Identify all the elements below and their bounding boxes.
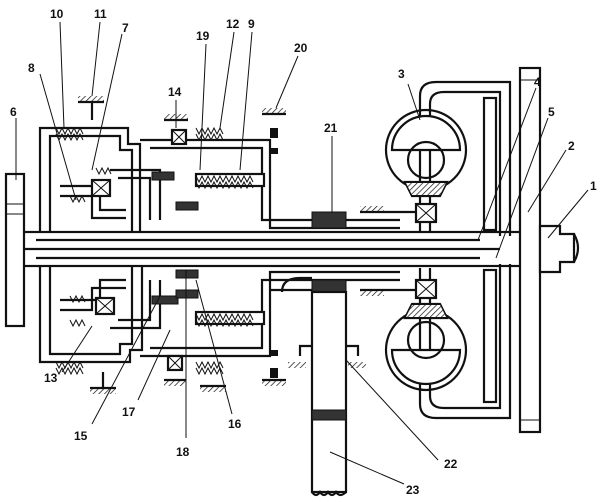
callout-11: 11 (94, 7, 107, 21)
callout-15: 15 (74, 429, 88, 443)
callout-23: 23 (406, 483, 420, 497)
callout-12: 12 (226, 17, 240, 31)
callout-9: 9 (248, 17, 255, 31)
callout-8: 8 (28, 61, 35, 75)
clutch-packs-upper (55, 126, 254, 211)
callout-20: 20 (294, 41, 308, 55)
callout-4: 4 (534, 75, 541, 89)
callout-18: 18 (176, 445, 190, 459)
callout-2: 2 (568, 139, 575, 153)
callout-17: 17 (122, 405, 136, 419)
callout-16: 16 (228, 417, 242, 431)
torque-converter-lower (360, 264, 512, 420)
callout-22: 22 (444, 457, 458, 471)
callout-6: 6 (10, 105, 17, 119)
callout-21: 21 (324, 121, 338, 135)
callout-7: 7 (122, 21, 129, 35)
callout-14: 14 (168, 85, 182, 99)
transfer-drive (270, 211, 360, 497)
callout-1: 1 (590, 179, 597, 193)
callout-10: 10 (50, 7, 64, 21)
callout-13: 13 (44, 371, 58, 385)
output-flange (4, 172, 26, 328)
callout-5: 5 (548, 105, 555, 119)
callout-3: 3 (398, 67, 405, 81)
input-shaft (518, 66, 580, 434)
torque-converter (360, 80, 512, 236)
ground-symbols (78, 96, 366, 394)
callouts: 1 2 3 4 5 6 7 8 9 10 11 12 13 14 15 16 1… (10, 7, 597, 497)
callout-19: 19 (196, 29, 210, 43)
main-shaft (18, 230, 532, 268)
leader-lines (15, 21, 589, 485)
